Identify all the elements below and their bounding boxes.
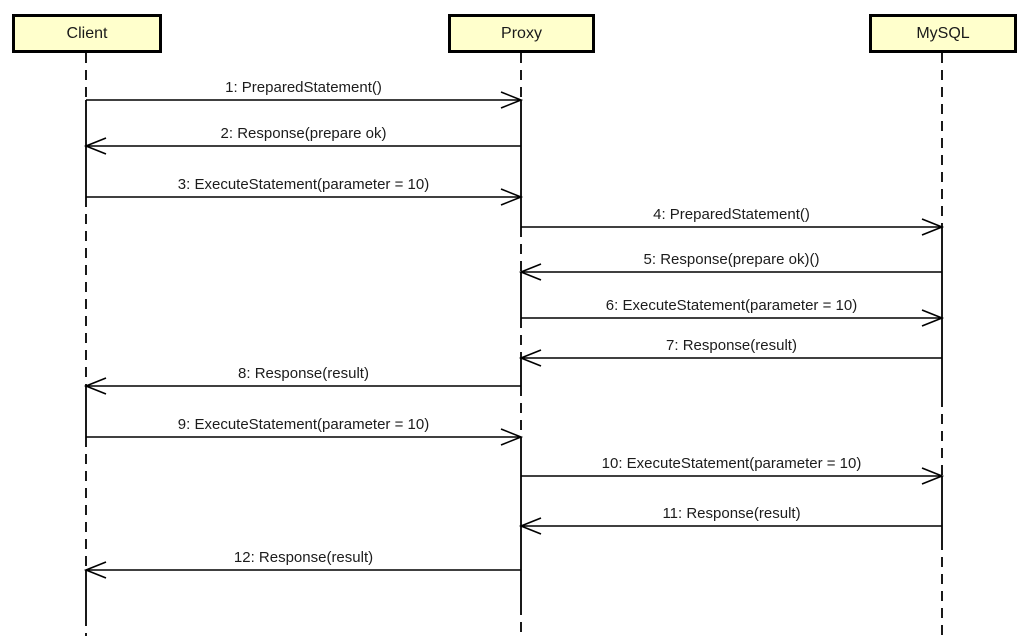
message-arrowhead bbox=[921, 467, 945, 485]
message-arrowhead bbox=[500, 91, 524, 109]
actor-label-proxy: Proxy bbox=[501, 24, 542, 42]
message-arrowhead bbox=[921, 309, 945, 327]
message-arrow bbox=[521, 218, 945, 236]
message-arrow bbox=[83, 137, 521, 155]
message-arrowhead bbox=[83, 137, 107, 155]
actor-label-mysql: MySQL bbox=[916, 24, 970, 42]
actor-label-client: Client bbox=[66, 24, 108, 42]
message-arrow bbox=[83, 561, 521, 579]
message-arrowhead bbox=[518, 349, 542, 367]
message-arrow bbox=[86, 188, 524, 206]
actor-box-client: Client bbox=[12, 14, 162, 53]
actor-box-mysql: MySQL bbox=[869, 14, 1017, 53]
message-arrow bbox=[521, 467, 945, 485]
message-arrowhead bbox=[921, 218, 945, 236]
message-arrow bbox=[86, 91, 524, 109]
message-arrowhead bbox=[500, 428, 524, 446]
message-arrowhead bbox=[500, 188, 524, 206]
message-arrow bbox=[521, 309, 945, 327]
message-arrowhead bbox=[83, 377, 107, 395]
message-arrowhead bbox=[83, 561, 107, 579]
actor-box-proxy: Proxy bbox=[448, 14, 595, 53]
message-arrow bbox=[518, 263, 942, 281]
message-arrowhead bbox=[518, 263, 542, 281]
message-arrow bbox=[86, 428, 524, 446]
message-arrow bbox=[83, 377, 521, 395]
message-arrowhead bbox=[518, 517, 542, 535]
message-arrow bbox=[518, 349, 942, 367]
message-arrow bbox=[518, 517, 942, 535]
